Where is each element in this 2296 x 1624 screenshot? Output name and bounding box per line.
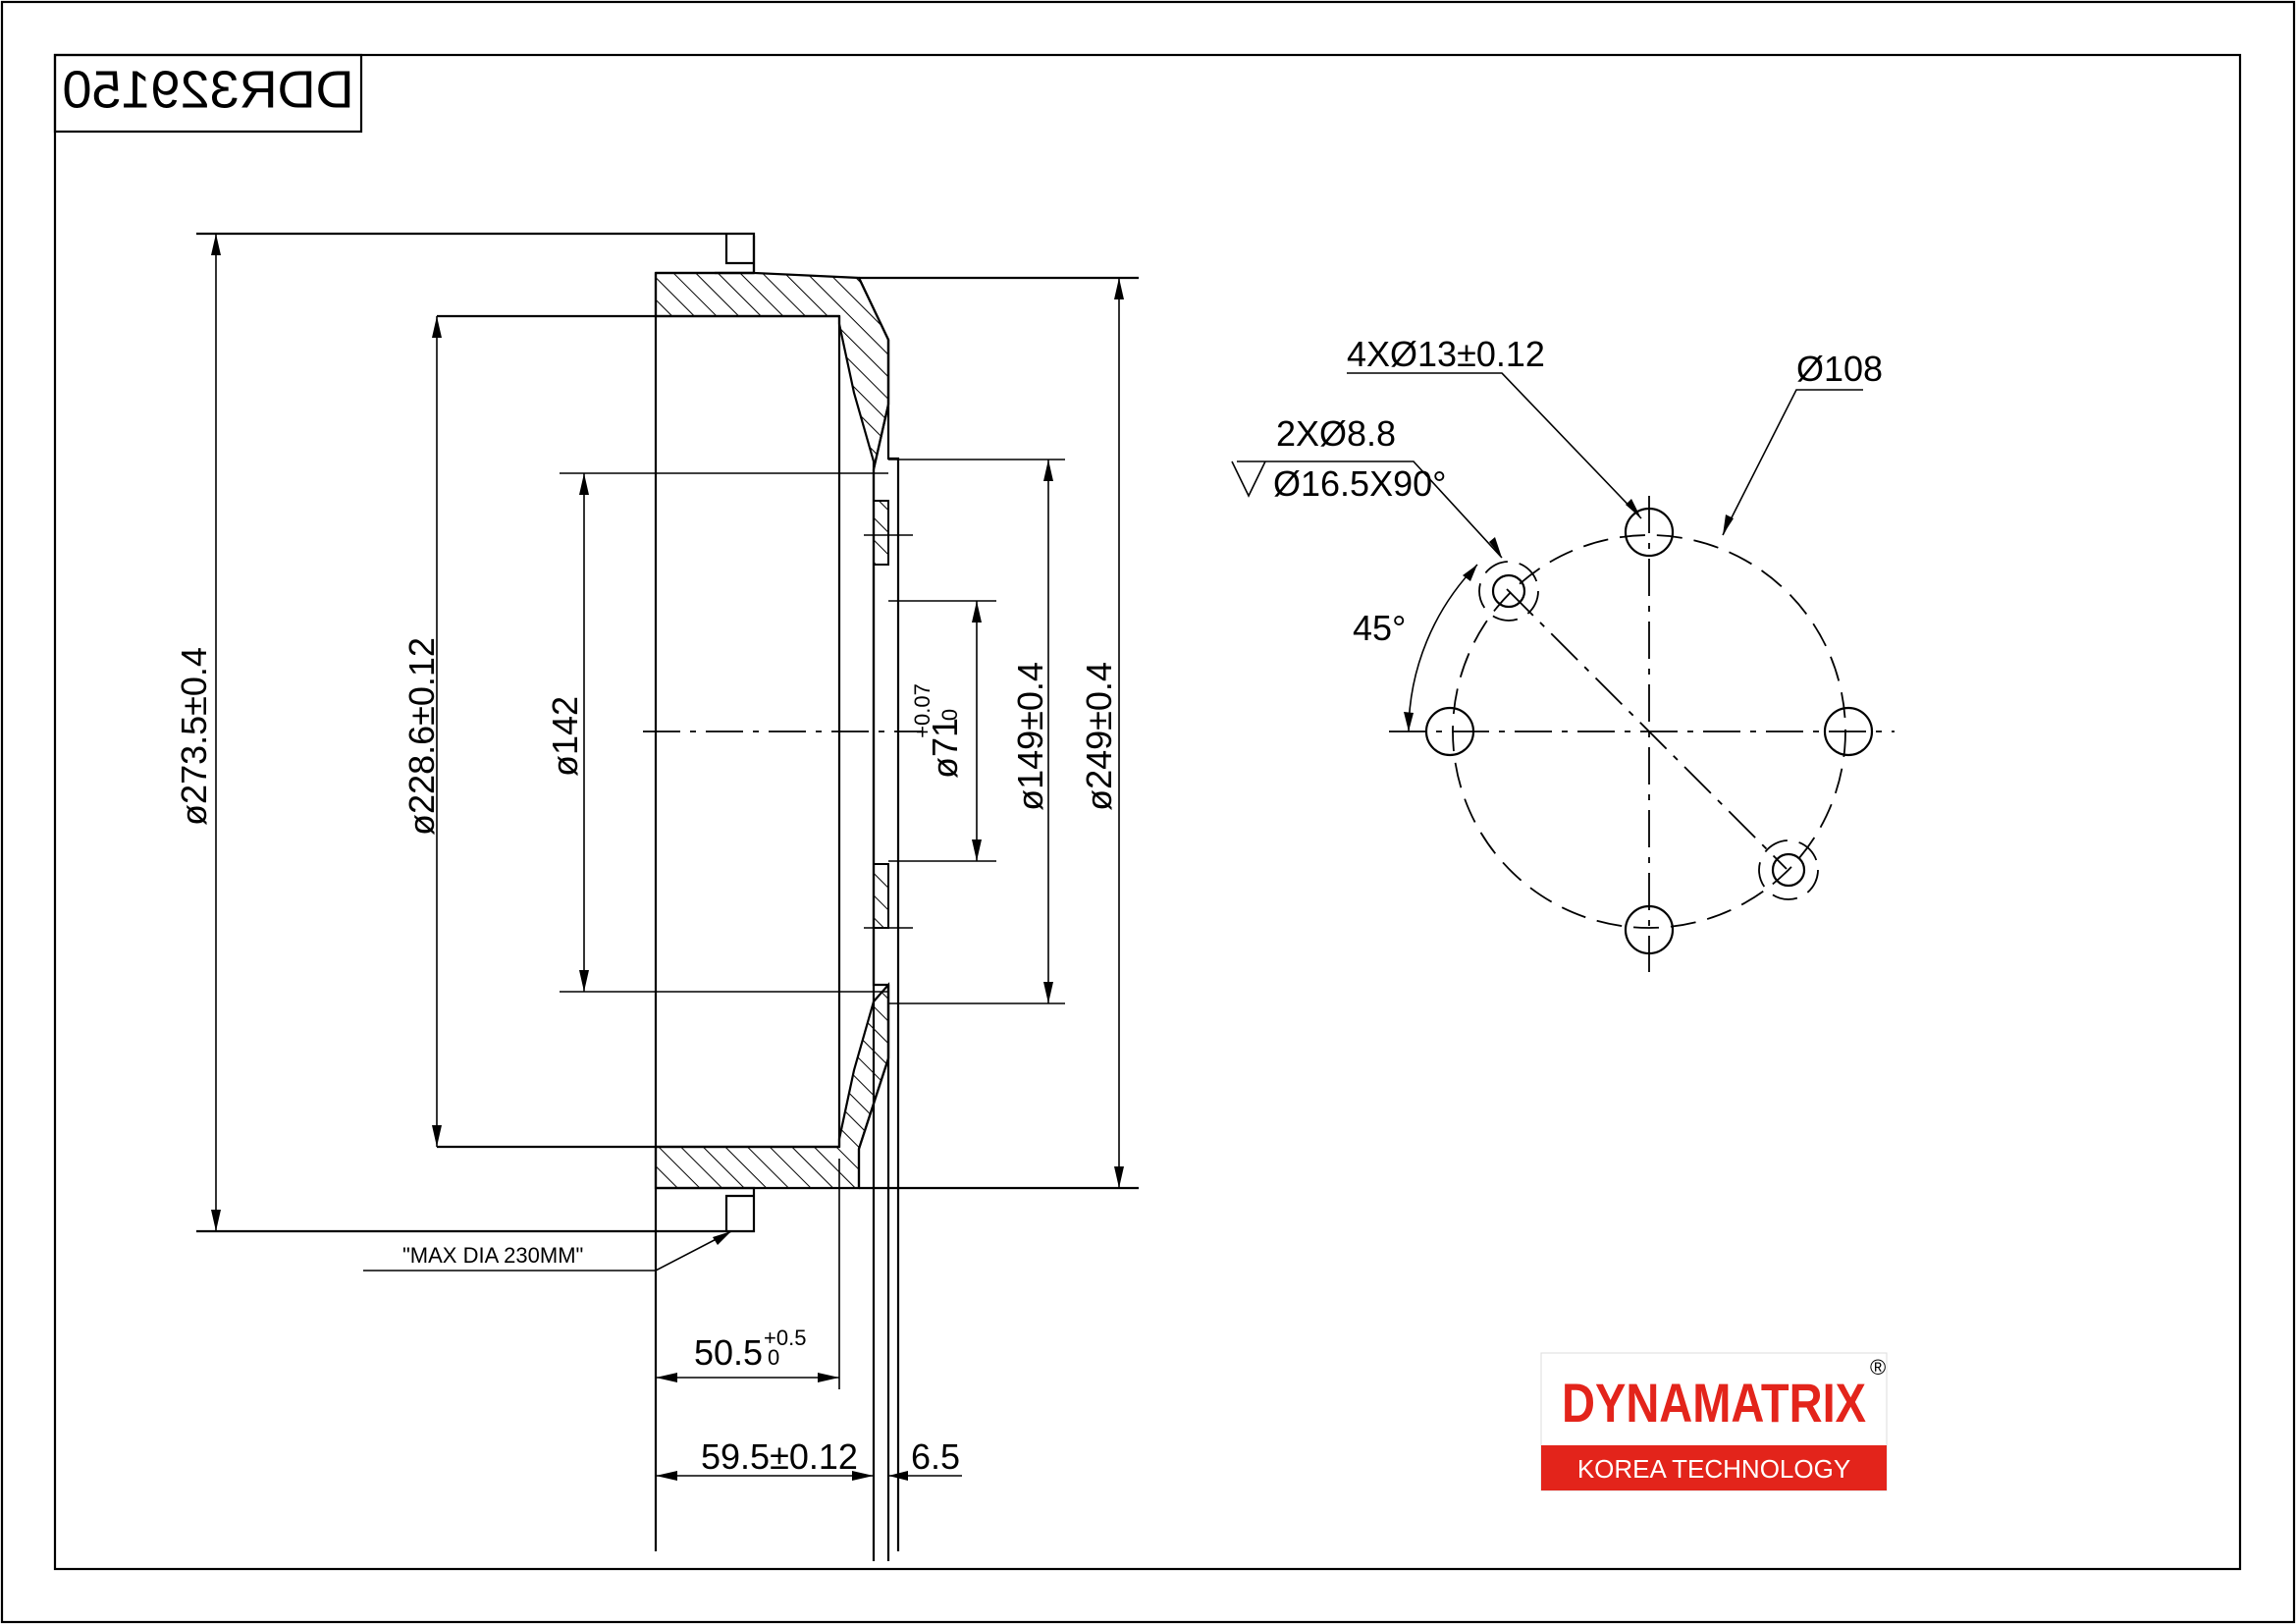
stud-holes-label: 4XØ13±0.12	[1347, 334, 1545, 374]
stud-hole-left	[1424, 706, 1475, 757]
dim-rim-diameter: ø249±0.4	[1079, 662, 1119, 811]
brand-tagline-bar	[1541, 1445, 1887, 1490]
screw-hole-upper	[1491, 573, 1526, 609]
screw-countersink-lower	[1758, 839, 1819, 900]
dim-center-bore: ø71	[925, 718, 965, 779]
dim-outer-diameter: ø273.5±0.4	[174, 647, 214, 826]
stud-hole-top	[1624, 507, 1675, 558]
dim-thickness: 6.5	[911, 1436, 960, 1477]
stud-hole-right	[1823, 706, 1874, 757]
dim-hub-diameter: ø142	[545, 696, 585, 777]
part-number: DDR329150	[62, 60, 353, 119]
title-block	[53, 53, 363, 134]
dim-total-depth: 59.5±0.12	[701, 1436, 858, 1477]
max-dia-note: "MAX DIA 230MM"	[402, 1243, 583, 1268]
dim-flange-diameter: ø149±0.4	[1010, 662, 1050, 811]
screw-hole-lower	[1771, 852, 1806, 888]
dim-center-bore-tol-upper: +0.07	[910, 683, 934, 738]
bolt-pattern-view	[1231, 372, 1895, 972]
brand-tagline: KOREA TECHNOLOGY	[1577, 1454, 1850, 1484]
drum-wall-top	[654, 236, 890, 470]
screw-holes-label: 2XØ8.8	[1276, 413, 1396, 454]
drum-section-view	[196, 232, 1139, 1561]
countersink-label: Ø16.5X90°	[1273, 463, 1447, 504]
flange-hatch-top	[873, 500, 889, 566]
screw-countersink-upper	[1478, 561, 1539, 622]
angle-label: 45°	[1353, 608, 1406, 648]
dim-inner-depth: 50.5	[694, 1332, 763, 1373]
dim-center-bore-tol-lower: 0	[937, 709, 962, 721]
drawing-frame	[53, 53, 2242, 1571]
dim-braking-diameter: ø228.6±0.12	[401, 637, 442, 836]
registered-mark: ®	[1870, 1355, 1886, 1380]
brand-logo: DYNAMATRIX ® KOREA TECHNOLOGY	[1540, 1352, 1888, 1491]
drum-wall-bottom	[654, 982, 890, 1190]
brand-name: DYNAMATRIX	[1562, 1372, 1866, 1434]
stud-hole-bottom	[1624, 904, 1675, 955]
flange-hatch-bottom	[873, 863, 889, 929]
pcd-label: Ø108	[1796, 349, 1883, 389]
dim-inner-depth-tol-lower: 0	[768, 1345, 779, 1370]
dim-inner-depth-tol-upper: +0.5	[764, 1326, 806, 1350]
